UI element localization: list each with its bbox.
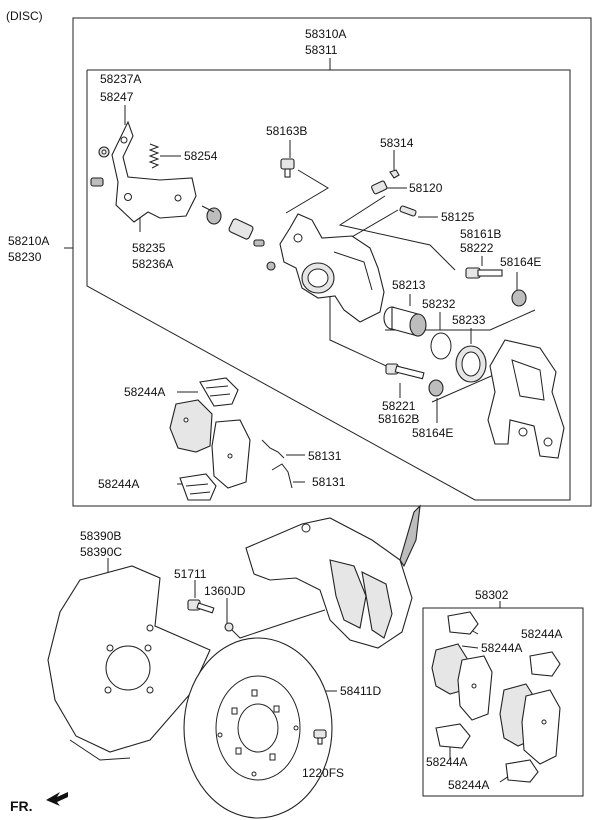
- carrier-bracket: [487, 339, 565, 459]
- washer-58237a: [98, 146, 110, 158]
- callout-58310a: 58310A: [305, 27, 346, 41]
- callout-58161b: 58161B: [460, 227, 501, 241]
- callout-58314: 58314: [380, 136, 414, 150]
- callout-58213: 58213: [392, 278, 426, 292]
- pad-kit-frame: [422, 607, 584, 797]
- bracket-plate-58235: [111, 120, 197, 223]
- callout-58125: 58125: [441, 210, 475, 224]
- guide-pin-58161b: [465, 267, 503, 279]
- nut-1360jd: [224, 622, 234, 632]
- callout-58222: 58222: [460, 241, 494, 255]
- callout-58390c: 58390C: [80, 545, 122, 559]
- caliper-body-58310a: [266, 213, 385, 323]
- spring-58254: [148, 143, 160, 169]
- callout-58131-2: 58131: [312, 475, 346, 489]
- callout-58232: 58232: [422, 297, 456, 311]
- callout-58244a-6: 58244A: [448, 778, 489, 792]
- pad-kit-parts: [431, 611, 561, 783]
- callout-58235: 58235: [132, 241, 166, 255]
- callout-58302: 58302: [475, 588, 509, 602]
- brake-pads-upper: [169, 399, 251, 489]
- bolt-51711: [187, 599, 215, 614]
- bolt-58125: [399, 205, 417, 217]
- bolt-small-58237a: [90, 177, 104, 187]
- screw-1220fs: [313, 729, 327, 745]
- callout-58244a-5: 58244A: [426, 755, 467, 769]
- caliper-assembled: [245, 504, 421, 649]
- pad-clip-upper: [199, 377, 239, 407]
- callout-58164e-bottom: 58164E: [412, 426, 453, 440]
- callout-58244a-2: 58244A: [98, 477, 139, 491]
- front-direction-arrow-icon: [46, 792, 68, 806]
- callout-58244a-4: 58244A: [481, 641, 522, 655]
- callout-58311: 58311: [305, 43, 338, 57]
- callout-58411d: 58411D: [340, 684, 381, 698]
- front-direction-label: FR.: [10, 798, 33, 814]
- boot-58233: [455, 345, 487, 383]
- cap-58314: [389, 169, 400, 179]
- seal-58232: [430, 332, 452, 360]
- callout-1360jd: 1360JD: [204, 584, 246, 598]
- bolt-58163b: [280, 158, 295, 178]
- pad-clip-lower: [179, 473, 217, 501]
- callout-58131-1: 58131: [308, 449, 342, 463]
- piston-58213: [383, 306, 427, 337]
- callout-58244a-3: 58244A: [521, 627, 562, 641]
- guide-pin-58221: [385, 363, 425, 380]
- callout-58390b: 58390B: [80, 529, 121, 543]
- variant-label: (DISC): [6, 9, 43, 23]
- brake-disc-58411d: [183, 637, 333, 819]
- callout-58247: 58247: [100, 90, 134, 104]
- callout-58164e-top: 58164E: [500, 255, 541, 269]
- callout-58162b: 58162B: [378, 412, 419, 426]
- callout-58244a-1: 58244A: [124, 385, 165, 399]
- callout-58221: 58221: [382, 399, 416, 413]
- dust-shield-58390b: [47, 565, 211, 761]
- callout-1220fs: 1220FS: [302, 766, 344, 780]
- callout-58163b: 58163B: [266, 124, 307, 138]
- caliper-subassembly-frame: [86, 69, 571, 501]
- spring-58131-2: [271, 463, 293, 489]
- bleeder-58120: [371, 180, 388, 195]
- callout-51711: 51711: [174, 567, 207, 581]
- callout-58120: 58120: [409, 181, 443, 195]
- boot-58164e-bottom: [428, 379, 444, 397]
- spring-58131-1: [261, 439, 285, 459]
- callout-58254: 58254: [184, 149, 218, 163]
- callout-58237a: 58237A: [100, 72, 141, 86]
- callout-58233: 58233: [452, 313, 486, 327]
- boot-58164e-top: [511, 289, 527, 307]
- caliper-assembly-frame: [72, 17, 592, 507]
- callout-58230: 58230: [8, 250, 42, 264]
- callout-58210a: 58210A: [8, 234, 49, 248]
- adjuster-parts: [201, 205, 265, 247]
- callout-58236a: 58236A: [132, 257, 173, 271]
